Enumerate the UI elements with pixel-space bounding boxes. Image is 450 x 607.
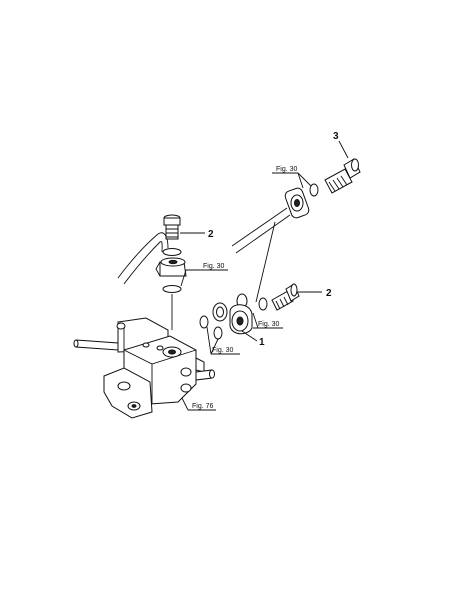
fig-ref-leader-bottom [181, 397, 189, 411]
pipe-curve-b [123, 241, 163, 285]
pipe-line-b [235, 214, 291, 254]
washer-left-bottom [162, 285, 182, 293]
banjo-fitting-left [155, 257, 187, 277]
valve-spool-left [75, 339, 119, 351]
fig-ref-leader-upper-left [180, 269, 187, 287]
callout-2-right: 2 [326, 288, 332, 299]
banjo-fitting-1 [229, 293, 253, 335]
valve-port-bolt-a [180, 367, 192, 377]
banjo-bolt-2-right [271, 283, 300, 311]
fig-ref-leader-middle-right [252, 312, 259, 329]
washer-upper [309, 183, 319, 197]
fig-ref-leader-middle-a [206, 326, 212, 355]
valve-spool-end [73, 339, 79, 348]
callout-3: 3 [333, 131, 339, 142]
banjo-bolt-2-upper [163, 214, 181, 240]
washer-left-top [162, 248, 182, 256]
fig-ref-top-right: Fig. 30 [276, 166, 298, 173]
control-valve-block: Fig. 76 [73, 317, 216, 419]
callout-1: 1 [259, 337, 265, 348]
fig-ref-middle: Fig. 30 [212, 347, 234, 354]
fig-ref-bottom: Fig. 76 [192, 403, 214, 410]
banjo-fitting-upper [284, 187, 310, 219]
pipe-assembly-left: 2 Fig. 30 [117, 214, 228, 330]
fig-ref-leader-top-right-a [297, 172, 304, 189]
fig-ref-middle-right: Fig. 30 [258, 321, 280, 328]
seal-ring-middle-inner [216, 306, 224, 318]
fig-ref-leader-middle-b [210, 338, 219, 355]
assembly-link-line [255, 221, 276, 303]
pipe-assembly-upper: 3 Fig. 30 [231, 131, 361, 303]
fig-ref-leader-top-right-b [297, 172, 312, 187]
fig-ref-upper-left: Fig. 30 [203, 263, 225, 270]
leader-3 [338, 140, 349, 159]
washer-middle-right [258, 297, 268, 311]
leader-1 [241, 330, 258, 342]
callout-2-upper: 2 [208, 229, 214, 240]
valve-port-bolt-b [180, 383, 192, 393]
pipe-line-a [231, 207, 288, 247]
washer-middle-a [213, 326, 223, 340]
banjo-bolt-3 [324, 158, 361, 194]
fitting-assembly-middle: 2 1 Fig. 30 Fig. 30 [199, 283, 332, 355]
washer-middle-b [199, 315, 209, 329]
